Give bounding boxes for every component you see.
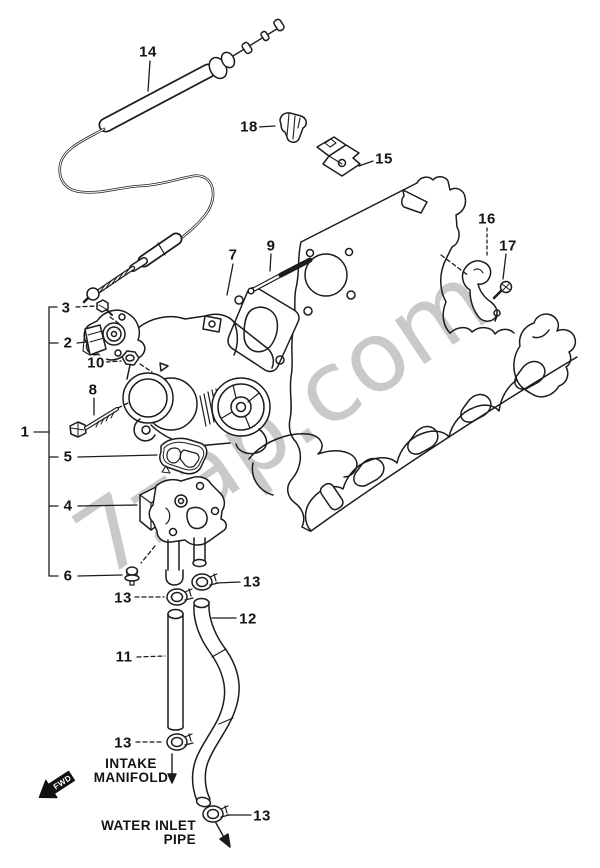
callout-8[interactable]: 8: [87, 381, 99, 399]
callout-3[interactable]: 3: [60, 299, 72, 317]
water-inlet-pipe-label-line1: WATER INLET: [101, 818, 196, 833]
water-inlet-arrow-icon: [215, 822, 231, 848]
callout-16[interactable]: 16: [477, 210, 497, 228]
callout-10[interactable]: 10: [86, 354, 106, 372]
throttle-body: [122, 313, 275, 455]
part-9-stud-bolt: [247, 257, 313, 295]
callout-12[interactable]: 12: [238, 610, 258, 628]
part-18-clip: [279, 112, 307, 143]
part-14-throttle-cable: [58, 18, 285, 304]
part-2-throttle-position-sensor: [82, 309, 146, 361]
part-10-nut: [121, 350, 140, 366]
leader-lines: [33, 60, 507, 816]
callout-14[interactable]: 14: [138, 43, 158, 61]
intake-manifold-arrow-icon: [167, 753, 177, 784]
callout-1[interactable]: 1: [19, 423, 31, 441]
water-inlet-pipe-label-line2: PIPE: [163, 831, 196, 847]
callout-4[interactable]: 4: [62, 497, 74, 515]
intake-manifold-label-line1: INTAKE: [105, 756, 157, 772]
part-15-bracket: [316, 136, 361, 177]
callout-15[interactable]: 15: [374, 150, 394, 168]
callout-13-top-left[interactable]: 13: [113, 589, 133, 607]
part-17-bolt: [492, 280, 513, 300]
callout-13-top-right[interactable]: 13: [242, 573, 262, 591]
intake-manifold-label-line2: MANIFOLD: [93, 770, 169, 785]
callout-13-bottom[interactable]: 13: [252, 807, 272, 825]
part-11-pipe: [167, 608, 184, 731]
part-16-bracket: [461, 260, 501, 322]
water-inlet-pipe-label: WATER INLET PIPE: [101, 819, 196, 847]
part-3-screw: [96, 299, 113, 316]
part-12-hose: [191, 597, 240, 808]
callout-11[interactable]: 11: [114, 648, 134, 666]
callout-17[interactable]: 17: [498, 237, 518, 255]
callout-2[interactable]: 2: [62, 334, 74, 352]
callout-5[interactable]: 5: [62, 448, 74, 466]
part-13-hose-clamp-d: [202, 805, 230, 823]
callout-6[interactable]: 6: [62, 567, 74, 585]
fwd-arrow-icon: FWD: [38, 770, 76, 799]
callout-7[interactable]: 7: [227, 246, 239, 264]
callout-13-mid[interactable]: 13: [113, 734, 133, 752]
part-13-hose-clamp-b: [191, 573, 219, 591]
engine-block: [248, 176, 515, 532]
part-13-hose-clamp-a: [166, 588, 194, 606]
part-13-hose-clamp-c: [166, 733, 194, 751]
part-5-gasket: [159, 437, 208, 475]
part-6-bolt: [124, 566, 140, 586]
part-8-bolt: [69, 407, 119, 438]
part-4-iac-valve: [139, 476, 227, 586]
intake-manifold-flange: [304, 313, 578, 532]
intake-manifold-label: INTAKE MANIFOLD: [94, 757, 168, 785]
callout-18[interactable]: 18: [239, 118, 259, 136]
callout-9[interactable]: 9: [265, 237, 277, 255]
watermark: 7zap.com: [54, 242, 508, 599]
watermark-text: 7zap.com: [54, 242, 508, 599]
